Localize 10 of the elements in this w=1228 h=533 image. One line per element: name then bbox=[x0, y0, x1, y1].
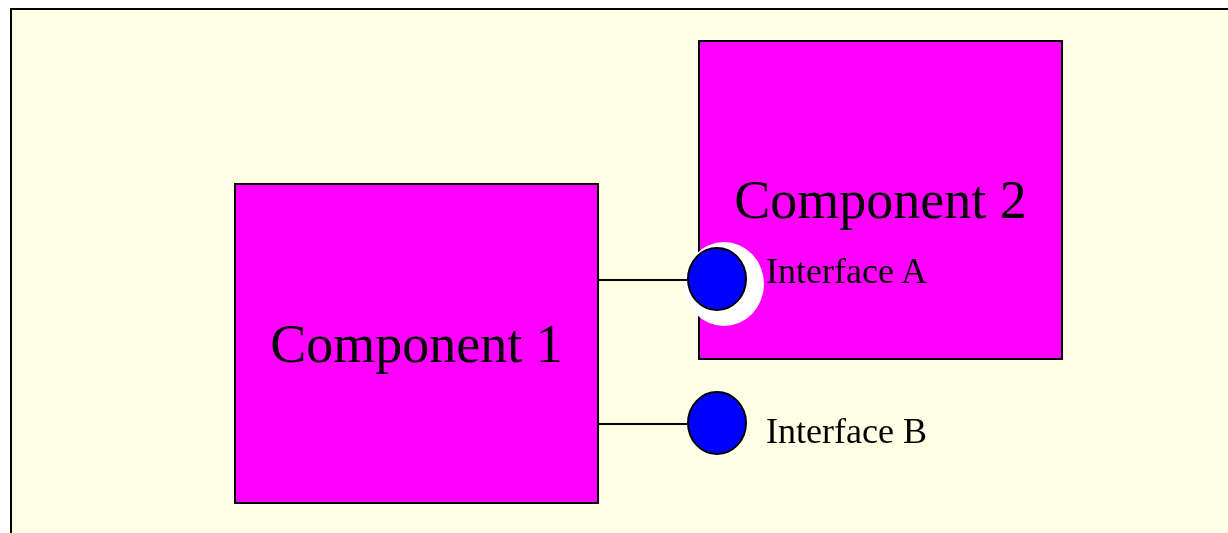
component-box bbox=[234, 183, 599, 504]
component-label: Component 1 bbox=[270, 313, 563, 374]
component-box bbox=[698, 40, 1063, 360]
component-label: Component 2 bbox=[734, 170, 1027, 230]
interface-label: Interface A bbox=[766, 250, 927, 293]
interface-label: Interface B bbox=[766, 410, 927, 453]
connector-line bbox=[598, 423, 688, 425]
interface-circle bbox=[687, 247, 747, 311]
interface-circle bbox=[687, 391, 747, 455]
connector-line bbox=[598, 279, 688, 281]
